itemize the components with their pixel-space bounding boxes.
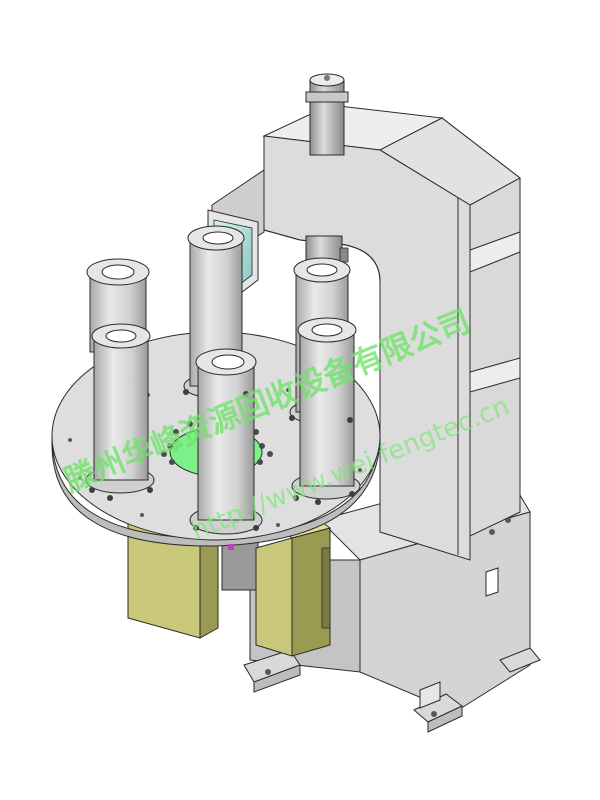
mold-cylinder-front-right — [291, 317, 361, 500]
main-cylinder — [305, 73, 349, 156]
mold-cylinder-front-center — [189, 348, 263, 535]
base-bolts — [89, 389, 355, 531]
mold-cylinder-front-left — [85, 323, 155, 494]
access-slot — [485, 567, 499, 597]
base-foot-back — [499, 647, 541, 673]
hydraulic-unit-right — [255, 521, 332, 657]
base-foot-left — [243, 649, 301, 693]
base-foot-right — [413, 681, 463, 733]
warning-marker — [228, 544, 234, 550]
